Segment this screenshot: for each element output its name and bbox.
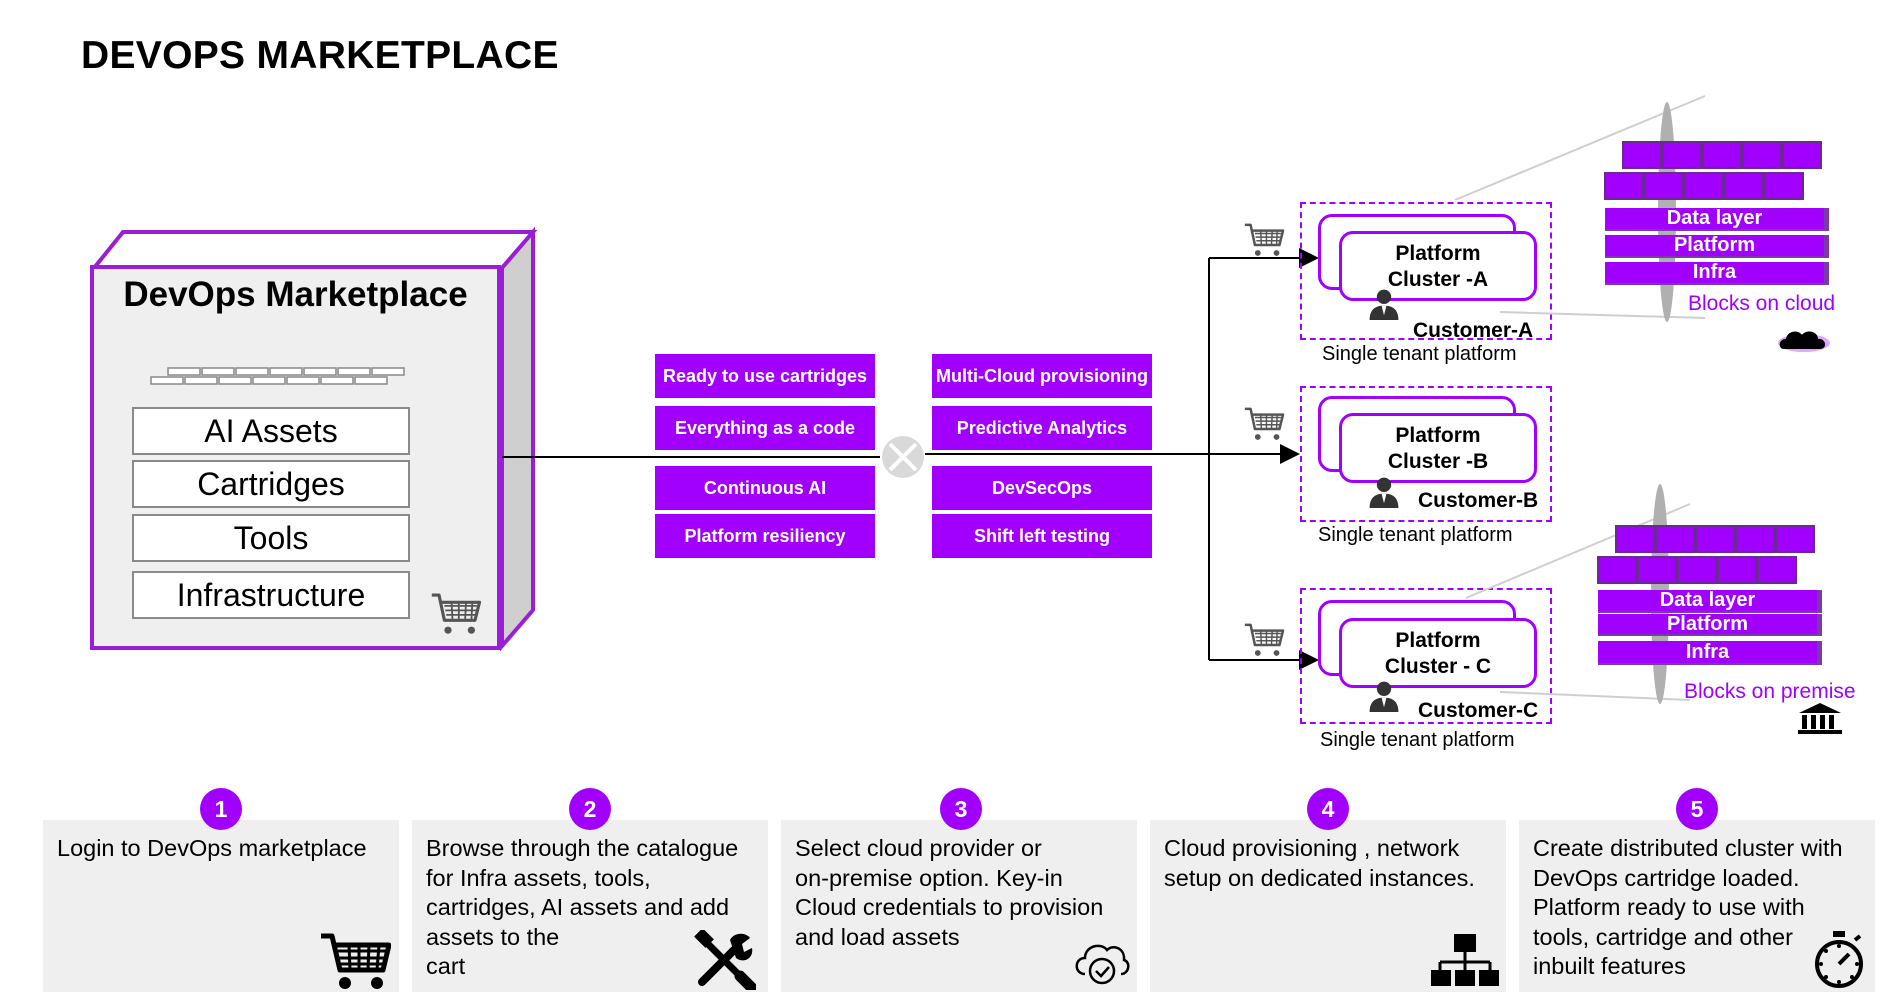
cloud-layer-data: Data layer — [1605, 207, 1829, 231]
feature-platform-resiliency: Platform resiliency — [655, 514, 875, 558]
step-text: Select cloud provider or on-premise opti… — [795, 835, 1104, 950]
cluster-a-line2: Cluster -A — [1387, 268, 1489, 291]
x-circle-icon — [882, 436, 924, 478]
brick-icon — [150, 367, 405, 385]
marketplace-item-ai-assets[interactable]: AI Assets — [132, 407, 410, 455]
cluster-c-frame — [1300, 588, 1552, 724]
step-number-5: 5 — [1676, 788, 1718, 830]
cluster-a-frame — [1300, 202, 1552, 340]
cloud-layer-infra: Infra — [1605, 261, 1829, 285]
premise-layer-infra: Infra — [1598, 641, 1822, 665]
cluster-c-caption: Single tenant platform — [1320, 729, 1515, 751]
cluster-a-card[interactable] — [1339, 231, 1537, 301]
connector-lines — [502, 248, 1319, 670]
cluster-b-line2: Cluster -B — [1387, 450, 1489, 473]
cloud-icon — [1778, 331, 1830, 352]
page-title: DEVOPS MARKETPLACE — [81, 34, 559, 77]
feature-multi-cloud-provisioning: Multi-Cloud provisioning — [932, 354, 1152, 398]
cluster-b-customer: Customer-B — [1418, 489, 1539, 512]
step-text: Cloud provisioning , network setup on de… — [1164, 835, 1475, 891]
feature-devsecops: DevSecOps — [932, 466, 1152, 510]
step-number-3: 3 — [940, 788, 982, 830]
marketplace-item-infrastructure[interactable]: Infrastructure — [132, 571, 410, 619]
feature-continuous-ai: Continuous AI — [655, 466, 875, 510]
step-text: Create distributed cluster with DevOps c… — [1533, 835, 1843, 979]
step-panel-4: Cloud provisioning , network setup on de… — [1150, 820, 1506, 992]
cluster-b-caption: Single tenant platform — [1318, 524, 1513, 546]
cloud-brick-wall — [1604, 141, 1822, 200]
feature-ready-to-use-cartridges: Ready to use cartridges — [655, 354, 875, 398]
step-text: Browse through the catalogue for Infra a… — [426, 835, 739, 979]
cluster-c-line2: Cluster - C — [1384, 655, 1492, 678]
cluster-a-customer: Customer-A — [1413, 319, 1534, 342]
cluster-b-line1: Platform — [1395, 424, 1481, 447]
feature-shift-left-testing: Shift left testing — [932, 514, 1152, 558]
step-panel-5: Create distributed cluster with DevOps c… — [1519, 820, 1875, 992]
building-icon — [1798, 703, 1842, 734]
tools-icon — [694, 930, 756, 990]
cart-icon — [321, 933, 391, 989]
step-panel-2: Browse through the catalogue for Infra a… — [412, 820, 768, 992]
cloud-stack-label: Blocks on cloud — [1688, 292, 1836, 315]
step-panel-1: Login to DevOps marketplace — [43, 820, 399, 992]
step-number-2: 2 — [569, 788, 611, 830]
step-text: Login to DevOps marketplace — [57, 835, 367, 861]
marketplace-title: DevOps Marketplace — [123, 275, 468, 314]
network-icon — [1431, 934, 1499, 986]
step-number-1: 1 — [200, 788, 242, 830]
feature-predictive-analytics: Predictive Analytics — [932, 406, 1152, 450]
cluster-c-customer: Customer-C — [1418, 699, 1539, 722]
step-panel-3: Select cloud provider or on-premise opti… — [781, 820, 1137, 992]
marketplace-item-tools[interactable]: Tools — [132, 514, 410, 562]
step-number-4: 4 — [1307, 788, 1349, 830]
cluster-c-card[interactable] — [1339, 618, 1537, 688]
cluster-a-caption: Single tenant platform — [1322, 343, 1517, 365]
cluster-b-card[interactable] — [1339, 413, 1537, 483]
feature-everything-as-code: Everything as a code — [655, 406, 875, 450]
marketplace-item-cartridges[interactable]: Cartridges — [132, 460, 410, 508]
premise-stack-label: Blocks on premise — [1684, 680, 1856, 703]
cluster-c-line1: Platform — [1395, 629, 1481, 652]
cloud-layer-platform: Platform — [1605, 234, 1829, 258]
stopwatch-icon — [1815, 931, 1863, 988]
premise-layer-platform: Platform — [1598, 613, 1822, 636]
cloud-check-icon — [1075, 944, 1130, 985]
cluster-b-frame — [1300, 386, 1552, 522]
cluster-a-line1: Platform — [1395, 242, 1481, 265]
premise-layer-data: Data layer — [1598, 589, 1822, 613]
premise-brick-wall — [1597, 525, 1815, 584]
